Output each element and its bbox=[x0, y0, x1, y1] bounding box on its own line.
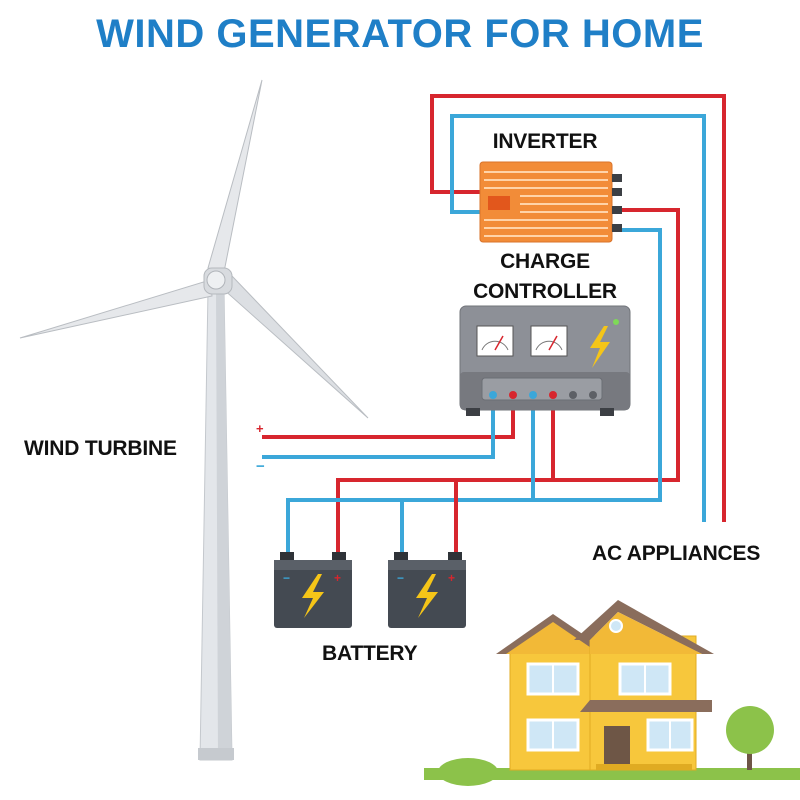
battery1-negative-sign: − bbox=[283, 571, 290, 585]
grass bbox=[424, 768, 800, 780]
wiring bbox=[262, 94, 726, 558]
charge-controller bbox=[459, 305, 631, 416]
turbine-negative-sign: − bbox=[256, 458, 265, 475]
turbine-negative-wire bbox=[262, 398, 495, 459]
battery-label: BATTERY bbox=[322, 642, 418, 665]
lightning-bolt-icon bbox=[590, 326, 610, 368]
turbine-base bbox=[198, 748, 234, 760]
house-icon bbox=[424, 600, 800, 786]
lightning-bolt-icon bbox=[302, 574, 324, 618]
wind-turbine-icon bbox=[19, 79, 369, 761]
tree-icon bbox=[726, 706, 774, 770]
door bbox=[604, 726, 630, 770]
battery2-positive-sign: + bbox=[448, 571, 455, 585]
ac-positive-wire bbox=[430, 94, 726, 522]
page-title: WIND GENERATOR FOR HOME bbox=[96, 12, 704, 56]
turbine-blade-right bbox=[221, 275, 369, 419]
turbine-positive-sign: + bbox=[256, 421, 264, 436]
ac-appliances-label: AC APPLIANCES bbox=[592, 542, 761, 565]
lightning-bolt-icon bbox=[416, 574, 438, 618]
inverter bbox=[479, 161, 622, 243]
turbine-positive-wire bbox=[262, 398, 515, 439]
wind-turbine-label: WIND TURBINE bbox=[24, 437, 177, 460]
turbine-hub bbox=[206, 270, 226, 290]
gauge-icon bbox=[476, 325, 514, 357]
gauge-icon bbox=[530, 325, 568, 357]
controller-label: CONTROLLER bbox=[473, 280, 617, 303]
turbine-blade-left bbox=[19, 279, 213, 339]
inverter-display bbox=[488, 196, 510, 210]
ac-negative-wire bbox=[450, 114, 706, 522]
inverter-label: INVERTER bbox=[492, 130, 598, 153]
turbine-blade-top bbox=[207, 79, 263, 273]
battery-1: − + bbox=[274, 552, 352, 628]
inverter-negative-wire bbox=[286, 228, 662, 558]
battery2-negative-sign: − bbox=[397, 571, 404, 585]
battery-2: − + bbox=[388, 552, 466, 628]
charge-label: CHARGE bbox=[500, 250, 590, 273]
battery1-positive-sign: + bbox=[334, 571, 341, 585]
inverter-positive-wire bbox=[336, 208, 680, 558]
